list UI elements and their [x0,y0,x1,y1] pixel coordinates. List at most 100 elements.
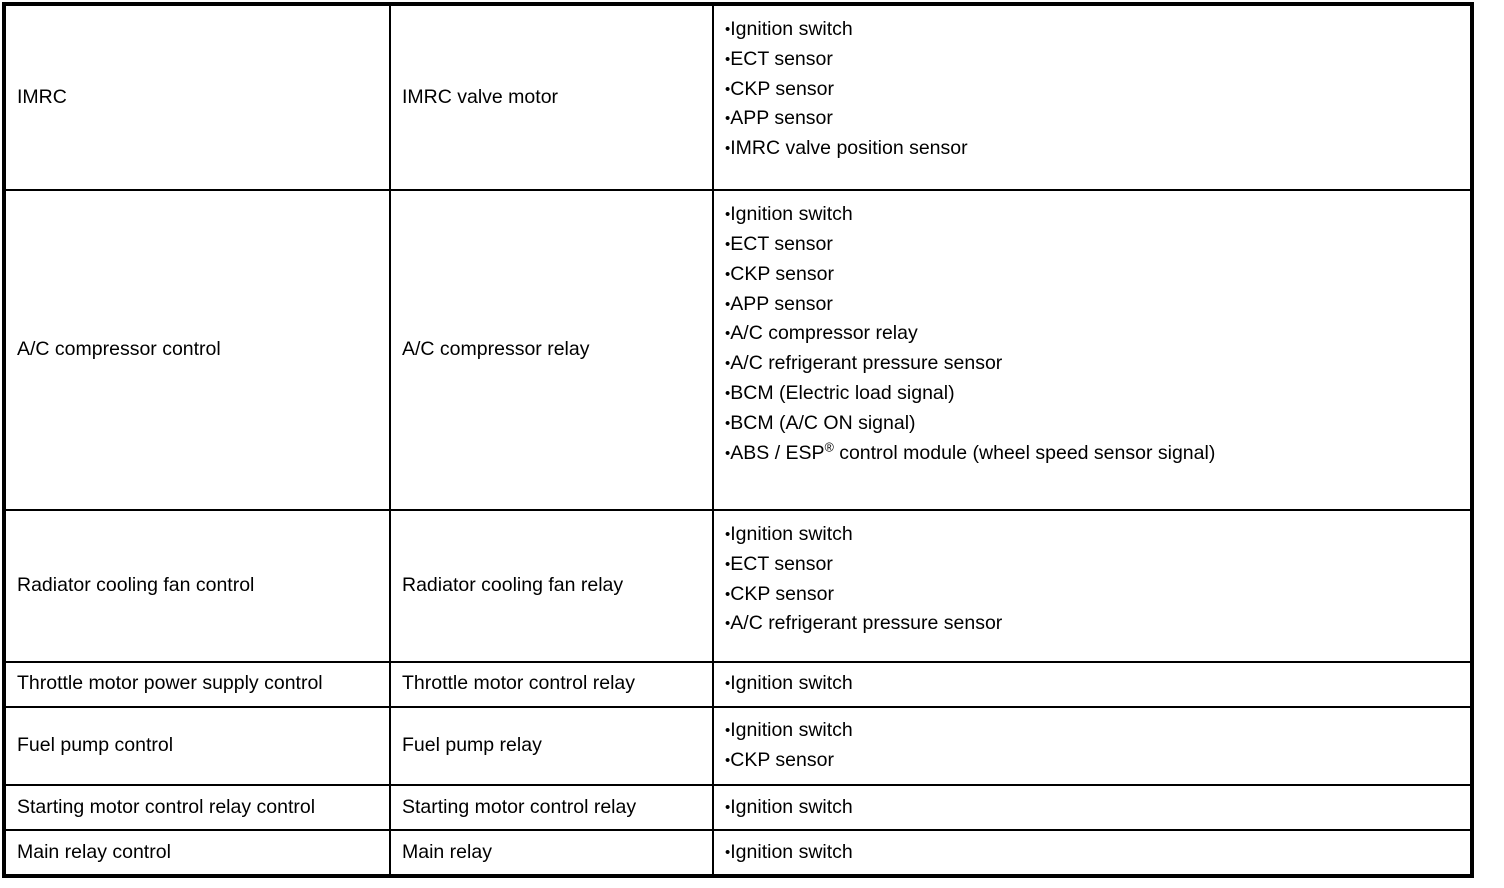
cell-actuator-name: Throttle motor control relay [389,660,713,707]
bullet-icon: • [725,414,731,432]
bullet-icon: • [725,235,731,253]
input-signal-list: •Ignition switch•ECT sensor•CKP sensor•A… [725,520,1470,639]
list-item: •BCM (Electric load signal) [725,379,1470,409]
bullet-icon: • [725,843,731,861]
input-signal-label: APP sensor [730,107,833,130]
bullet-icon: • [725,615,731,633]
input-signal-list: •Ignition switch•ECT sensor•CKP sensor•A… [725,200,1470,468]
bullet-icon: • [725,355,731,373]
list-item: •IMRC valve position sensor [725,134,1470,164]
input-signal-label: Ignition switch [730,672,853,695]
input-signal-label: A/C refrigerant pressure sensor [730,352,1003,375]
input-signal-label: ECT sensor [730,552,833,575]
cell-input-signals: •Ignition switch•CKP sensor [712,705,1470,786]
input-signal-label: APP sensor [730,292,833,315]
cell-actuator-name: Fuel pump relay [389,705,713,786]
cell-actuator-name: Radiator cooling fan relay [389,509,713,662]
cell-system-name: Starting motor control relay control [6,784,390,831]
bullet-icon: • [725,80,731,98]
bullet-icon: • [725,325,731,343]
bullet-icon: • [725,265,731,283]
input-signal-label: Ignition switch [730,719,853,742]
list-item: •CKP sensor [725,75,1470,105]
bullet-icon: • [725,295,731,313]
list-item: •ECT sensor [725,550,1470,580]
list-item: •APP sensor [725,290,1470,320]
cell-system-name: Radiator cooling fan control [6,509,390,662]
input-signal-list: •Ignition switch•ECT sensor•CKP sensor•A… [725,15,1470,164]
bullet-icon: • [725,555,731,573]
cell-actuator-name: IMRC valve motor [389,6,713,191]
list-item: •Ignition switch [725,716,1470,746]
bullet-icon: • [725,21,731,38]
input-signal-label: Ignition switch [730,18,853,40]
input-signal-label: ECT sensor [730,47,833,70]
bullet-icon: • [725,206,731,224]
input-signal-list: •Ignition switch [725,838,1470,868]
input-signal-label: CKP sensor [730,77,834,100]
cell-input-signals: •Ignition switch•ECT sensor•CKP sensor•A… [712,189,1470,511]
input-signal-list: •Ignition switch [725,669,1470,699]
input-signal-label: A/C refrigerant pressure sensor [730,612,1003,635]
list-item: •CKP sensor [725,580,1470,610]
input-signal-label: CKP sensor [730,582,834,605]
list-item: •Ignition switch [725,669,1470,699]
registered-trademark-icon: ® [824,440,834,454]
input-signal-label: Ignition switch [730,795,853,818]
cell-input-signals: •Ignition switch•ECT sensor•CKP sensor•A… [712,509,1470,662]
bullet-icon: • [725,50,731,68]
bullet-icon: • [725,722,731,740]
cell-input-signals: •Ignition switch [712,829,1470,874]
input-signal-list: •Ignition switch•CKP sensor [725,716,1470,776]
input-signal-label: Ignition switch [730,203,853,226]
bullet-icon: • [725,585,731,603]
cell-input-signals: •Ignition switch•ECT sensor•CKP sensor•A… [712,6,1470,191]
input-signal-label: BCM (A/C ON signal) [730,411,916,434]
list-item: •CKP sensor [725,260,1470,290]
list-item: •A/C refrigerant pressure sensor [725,609,1470,639]
list-item: •A/C refrigerant pressure sensor [725,349,1470,379]
cell-system-name: Main relay control [6,829,390,874]
list-item: •ECT sensor [725,230,1470,260]
cell-input-signals: •Ignition switch [712,784,1470,831]
cell-input-signals: •Ignition switch [712,660,1470,707]
list-item: •APP sensor [725,104,1470,134]
list-item: •Ignition switch [725,838,1470,868]
cell-system-name: Throttle motor power supply control [6,660,390,707]
cell-actuator-name: Starting motor control relay [389,784,713,831]
input-signal-list: •Ignition switch [725,793,1470,823]
input-signal-label: CKP sensor [730,748,834,771]
input-signal-label: IMRC valve position sensor [730,137,968,160]
input-signal-label: ECT sensor [730,232,833,255]
cell-system-name: A/C compressor control [6,189,390,511]
input-signal-label: Ignition switch [730,840,853,863]
cell-system-name: Fuel pump control [6,705,390,786]
list-item: •Ignition switch [725,520,1470,550]
list-item: •Ignition switch [725,793,1470,823]
bullet-icon: • [725,526,731,544]
cell-system-name: IMRC [17,85,67,108]
list-item: •A/C compressor relay [725,319,1470,349]
list-item: •Ignition switch [725,15,1470,45]
cell-actuator-name: A/C compressor relay [389,189,713,511]
input-signal-label: ABS / ESP® control module (wheel speed s… [730,440,1216,464]
bullet-icon: • [725,384,731,402]
input-signal-label: A/C compressor relay [730,322,918,345]
bullet-icon: • [725,140,731,158]
list-item: •CKP sensor [725,746,1470,776]
list-item: •BCM (A/C ON signal) [725,409,1470,439]
input-signal-label: CKP sensor [730,262,834,285]
list-item: •ABS / ESP® control module (wheel speed … [725,439,1470,469]
input-signal-label: BCM (Electric load signal) [730,381,955,404]
bullet-icon: • [725,444,731,462]
list-item: •ECT sensor [725,45,1470,75]
